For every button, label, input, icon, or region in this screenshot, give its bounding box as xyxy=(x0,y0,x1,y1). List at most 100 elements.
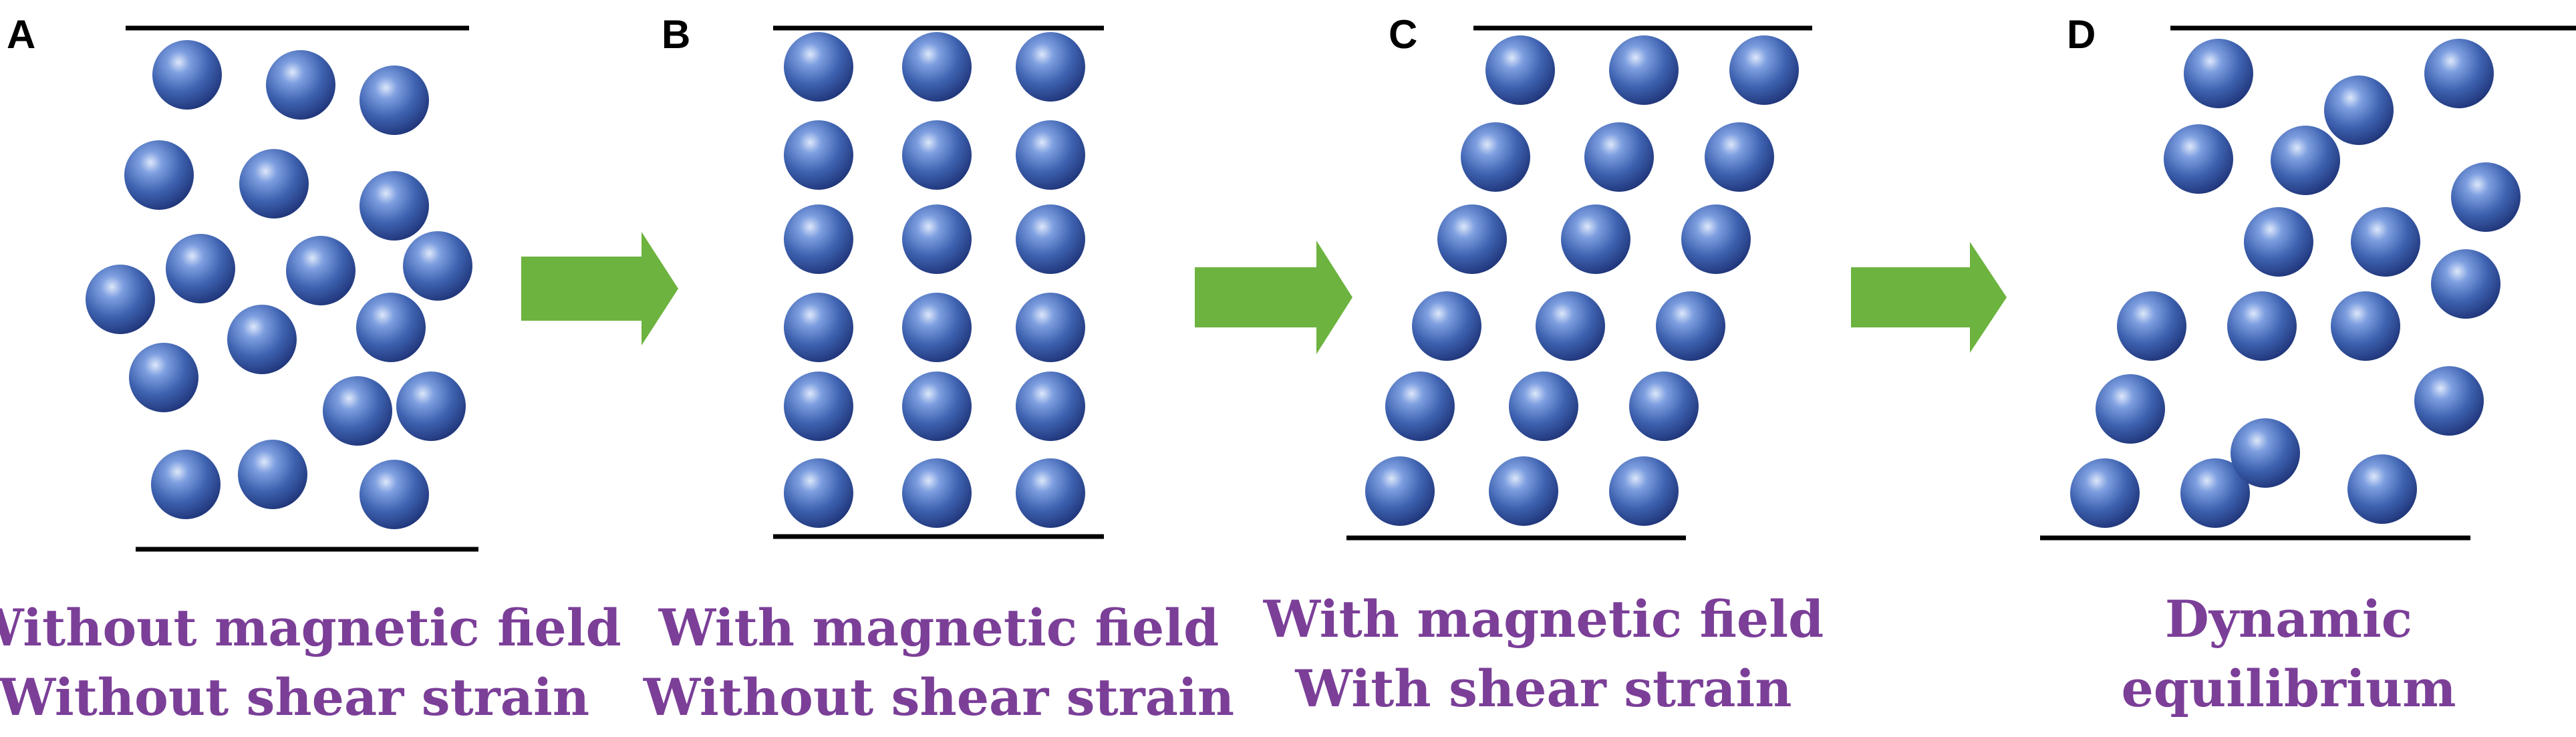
magnetic-particle xyxy=(902,120,972,190)
magnetic-particle xyxy=(2351,207,2420,277)
magnetic-particle xyxy=(86,265,155,334)
magnetic-particle xyxy=(1365,456,1435,526)
magnetic-particle xyxy=(151,450,221,519)
magnetic-particle xyxy=(784,458,853,528)
caption-a-line-2: Without shear strain xyxy=(0,668,590,727)
magnetic-particle xyxy=(360,171,429,241)
magnetic-particle xyxy=(902,458,972,528)
caption-d-line-2: equilibrium xyxy=(2121,659,2456,718)
magnetic-particle xyxy=(360,460,429,529)
magnetic-particle xyxy=(1584,122,1654,192)
magnetic-particle xyxy=(323,376,392,446)
magnetic-particle xyxy=(1681,204,1751,274)
magnetic-particle xyxy=(902,293,972,362)
right-arrow-icon xyxy=(1195,241,1352,354)
magnetic-particle xyxy=(2271,126,2340,195)
magnetic-particle xyxy=(902,204,972,274)
particles-a xyxy=(86,40,472,529)
caption-a: Without magnetic field Without shear str… xyxy=(0,593,621,732)
magnetic-particle xyxy=(2347,454,2417,524)
magnetic-particle xyxy=(2070,458,2140,528)
magnetic-particle xyxy=(1656,291,1725,361)
magnetic-particle xyxy=(239,149,309,218)
panel-label-c: C xyxy=(1389,12,1417,57)
magnetic-particle xyxy=(403,231,472,301)
particles-b xyxy=(784,32,1085,528)
magnetic-particle xyxy=(2324,76,2394,145)
magnetic-particle xyxy=(1016,293,1085,362)
magnetic-particle xyxy=(1461,122,1530,192)
magnetic-particle xyxy=(2164,124,2233,194)
magnetic-particle xyxy=(2096,374,2165,444)
magnetic-particle xyxy=(166,234,235,303)
magnetic-particle xyxy=(2184,39,2253,108)
panel-b: B xyxy=(662,12,1104,539)
caption-c-line-2: With shear strain xyxy=(1295,659,1792,718)
magnetic-particle xyxy=(1016,120,1085,190)
magnetic-particle xyxy=(356,293,426,362)
caption-b-line-2: Without shear strain xyxy=(643,668,1235,727)
right-arrow-icon xyxy=(1851,242,2007,353)
magnetic-particle xyxy=(1437,204,1507,274)
magnetic-particle xyxy=(902,32,972,102)
magnetic-particle xyxy=(2227,291,2297,361)
particles-c xyxy=(1365,35,1799,526)
magnetic-particle xyxy=(2244,207,2313,277)
panel-d: D xyxy=(2040,12,2576,541)
magnetic-particle xyxy=(784,120,853,190)
magnetic-particle xyxy=(1609,35,1679,105)
particles-d xyxy=(2070,39,2521,528)
magnetic-particle xyxy=(1016,32,1085,102)
caption-d-line-1: Dynamic xyxy=(2164,589,2413,649)
caption-d: Dynamic equilibrium xyxy=(2121,585,2456,724)
magnetic-particle xyxy=(2231,418,2300,488)
magnetic-particle xyxy=(1629,372,1699,441)
magnetic-particle xyxy=(1561,204,1630,274)
panel-label-b: B xyxy=(662,12,690,57)
magnetic-particle xyxy=(2180,458,2250,528)
magnetic-particle xyxy=(1729,35,1799,105)
magnetic-particle xyxy=(227,305,297,374)
magnetic-particle xyxy=(360,65,429,135)
magnetic-particle xyxy=(396,372,466,441)
magnetic-particle xyxy=(784,293,853,362)
magnetic-particle xyxy=(1705,122,1774,192)
caption-b-line-1: With magnetic field xyxy=(658,598,1220,657)
magnetic-particle xyxy=(1016,458,1085,528)
magnetic-particle xyxy=(784,32,853,102)
magnetic-particle xyxy=(1016,204,1085,274)
magnetic-particle xyxy=(1385,372,1455,441)
transition-arrow-1 xyxy=(521,232,678,345)
transition-arrow-3 xyxy=(1851,242,2007,353)
right-arrow-icon xyxy=(521,232,678,345)
magnetic-particle xyxy=(2331,291,2400,361)
panel-label-a: A xyxy=(7,12,35,57)
magnetic-particle xyxy=(2451,162,2521,232)
magnetic-particle xyxy=(2431,249,2500,319)
caption-b: With magnetic field Without shear strain xyxy=(643,593,1234,732)
magnetic-particle xyxy=(129,343,198,412)
magnetic-particle xyxy=(286,236,355,305)
panel-label-d: D xyxy=(2067,12,2096,57)
magnetic-particle xyxy=(266,50,335,120)
magnetic-particle xyxy=(784,204,853,274)
magnetic-particle xyxy=(1485,35,1555,105)
magnetic-particle xyxy=(2117,291,2186,361)
panel-a: A xyxy=(7,12,478,552)
transition-arrow-2 xyxy=(1195,241,1352,354)
magnetic-particle xyxy=(152,40,222,110)
magnetic-particle xyxy=(1016,372,1085,441)
magnetic-particle xyxy=(784,372,853,441)
magnetic-particle xyxy=(1509,372,1578,441)
magnetic-particle xyxy=(2424,39,2494,108)
magnetic-particle xyxy=(1412,291,1481,361)
panel-c: C xyxy=(1346,12,1812,541)
magnetic-particle xyxy=(1489,456,1558,526)
magnetic-particle xyxy=(1536,291,1605,361)
magnetic-particle xyxy=(902,372,972,441)
caption-c-line-1: With magnetic field xyxy=(1263,589,1824,649)
magnetic-particle xyxy=(124,140,194,210)
caption-a-line-1: Without magnetic field xyxy=(0,598,621,657)
magnetic-particle xyxy=(1609,456,1679,526)
